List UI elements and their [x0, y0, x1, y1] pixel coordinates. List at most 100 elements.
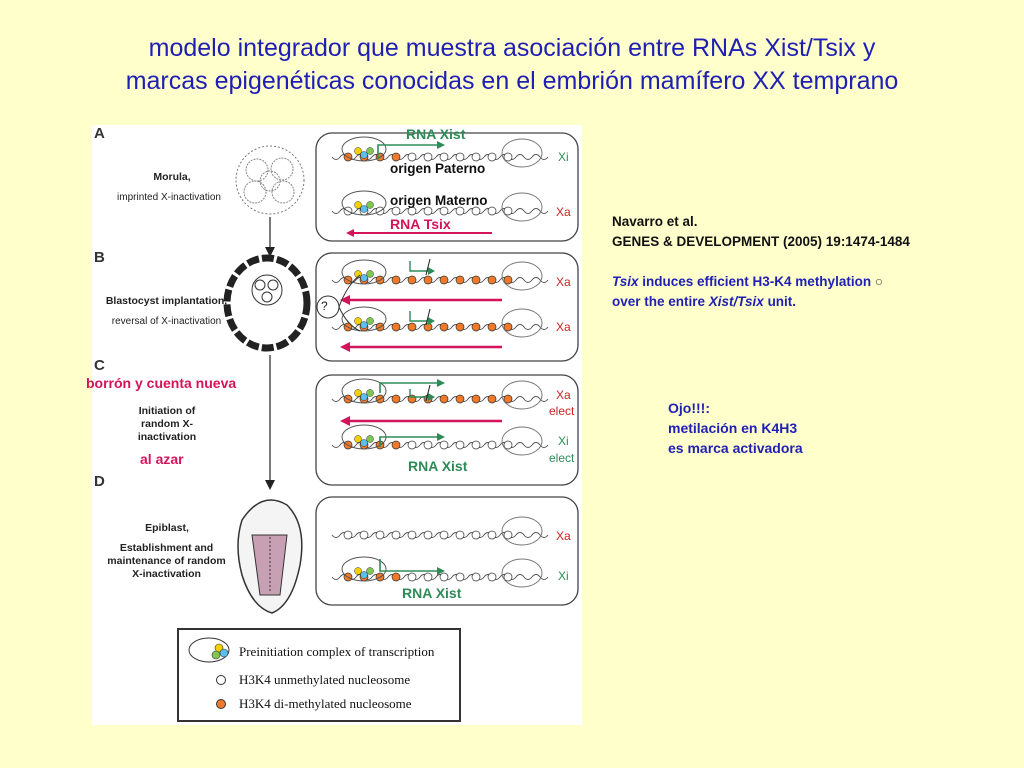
legend-item-pic: Preinitiation complex of transcription: [239, 644, 435, 659]
nucleosome: [439, 530, 449, 540]
dna-strand: [331, 516, 549, 546]
preinitiation-complex: [341, 259, 387, 285]
nucleosome: [487, 322, 497, 332]
dna-strand: [331, 556, 549, 588]
nucleosome: [439, 152, 449, 162]
chrom-label-d1: Xa: [556, 529, 571, 543]
chrom-label-c2: Xi: [558, 434, 569, 448]
nucleosome: [343, 530, 353, 540]
annotation-origen-paterno: origen Paterno: [390, 161, 486, 176]
chrom-label-a2: Xa: [556, 205, 571, 219]
panel-letter-a: A: [94, 125, 105, 142]
stage-morula-note: imprinted X-inactivation: [117, 192, 221, 203]
nucleosome: [439, 275, 449, 285]
legend-item-dimethylated: H3K4 di-methylated nucleosome: [239, 696, 412, 711]
annotation-rna-xist-c: RNA Xist: [408, 458, 468, 474]
model-figure: A Morula, imprinted X-inactivation B Bla…: [86, 125, 582, 725]
reference-authors: Navarro et al.: [612, 214, 698, 229]
nucleosome: [471, 275, 481, 285]
chrom-label-c2-elect: elect: [549, 451, 575, 465]
reference-block: Navarro et al. GENES & DEVELOPMENT (2005…: [612, 212, 1002, 312]
nucleosome: [439, 572, 449, 582]
finding-text-1: induces efficient H3-K4 methylation: [638, 274, 875, 289]
question-mark: ?: [321, 299, 328, 313]
nucleosome: [503, 572, 513, 582]
stage-epiblast: Epiblast,: [145, 522, 189, 534]
dna-strand: [331, 424, 549, 456]
nucleosome: [439, 206, 449, 216]
figure-artwork: [223, 132, 579, 614]
nucleosome: [407, 530, 417, 540]
nucleosome: [455, 530, 465, 540]
finding-circle-mark: ○: [874, 274, 883, 289]
reference-finding-line-2: over the entire Xist/Tsix unit.: [612, 292, 1002, 312]
stage-epiblast-note-3: X-inactivation: [132, 568, 201, 580]
blastocyst-illustration: [223, 254, 311, 352]
nucleosome: [471, 206, 481, 216]
nucleosome: [471, 394, 481, 404]
stage-blastocyst-note: reversal of X-inactivation: [111, 316, 222, 327]
reference-finding-line-1: Tsix induces efficient H3-K4 methylation…: [612, 272, 1002, 292]
nucleosome: [503, 530, 513, 540]
nucleosome: [423, 530, 433, 540]
finding-tsix: Tsix: [612, 274, 639, 289]
legend-symbols: [188, 637, 230, 709]
preinitiation-complex: [341, 306, 387, 332]
dna-strand: [331, 306, 549, 338]
title-line-1: modelo integrador que muestra asociación…: [148, 34, 876, 62]
nucleosome: [471, 152, 481, 162]
nucleosome: [439, 394, 449, 404]
chrom-label-c1: Xa: [556, 388, 571, 402]
dna-strand: [331, 136, 549, 168]
morula-illustration: [235, 145, 305, 215]
nucleosome: [503, 152, 513, 162]
preinitiation-complex: [341, 378, 387, 404]
legend-box: Preinitiation complex of transcription H…: [177, 628, 461, 722]
nucleosome: [423, 275, 433, 285]
nucleosome: [375, 530, 385, 540]
nucleosome: [391, 322, 401, 332]
annotation-rna-tsix: RNA Tsix: [390, 216, 451, 232]
nucleosome: [503, 206, 513, 216]
nucleosome: [407, 394, 417, 404]
title-line-2: marcas epigenéticas conocidas en el embr…: [125, 67, 899, 95]
nucleosome: [391, 440, 401, 450]
finding-xist-tsix: Xist/Tsix: [708, 294, 764, 309]
nucleosome: [407, 322, 417, 332]
nucleosome: [391, 275, 401, 285]
nucleosome: [391, 572, 401, 582]
nucleosome: [423, 206, 433, 216]
preinitiation-complex: [341, 136, 387, 162]
nucleosome: [391, 394, 401, 404]
nucleosome: [487, 152, 497, 162]
stage-epiblast-note-1: Establishment and: [119, 542, 214, 554]
annotation-rna-xist-top: RNA Xist: [406, 126, 466, 142]
reference-journal: GENES & DEVELOPMENT (2005) 19:1474-1484: [612, 234, 910, 249]
finding-text-2c: unit.: [763, 294, 797, 309]
stage-morula: Morula,: [153, 171, 191, 183]
nucleosome: [455, 572, 465, 582]
nucleosome: [407, 440, 417, 450]
nucleosome: [455, 322, 465, 332]
nucleosome: [471, 530, 481, 540]
stage-epiblast-note-2: maintenance of random: [107, 555, 226, 567]
dna-strand: [331, 190, 549, 222]
nucleosome: [423, 152, 433, 162]
nucleosome: [487, 206, 497, 216]
nucleosome: [455, 394, 465, 404]
nucleosome: [503, 394, 513, 404]
panel-letter-c: C: [94, 357, 105, 374]
panel-letter-b: B: [94, 249, 105, 266]
nucleosome: [407, 152, 417, 162]
preinitiation-complex: [341, 556, 387, 582]
nucleosome: [407, 206, 417, 216]
nucleosome: [455, 275, 465, 285]
nucleosome: [423, 440, 433, 450]
chrom-label-b2: Xa: [556, 320, 571, 334]
nucleosome: [487, 394, 497, 404]
nucleosome: [487, 572, 497, 582]
annotation-al-azar: al azar: [140, 451, 184, 467]
nucleosome: [455, 152, 465, 162]
chrom-label-c1-elect: elect: [549, 404, 575, 418]
nucleosome: [391, 530, 401, 540]
